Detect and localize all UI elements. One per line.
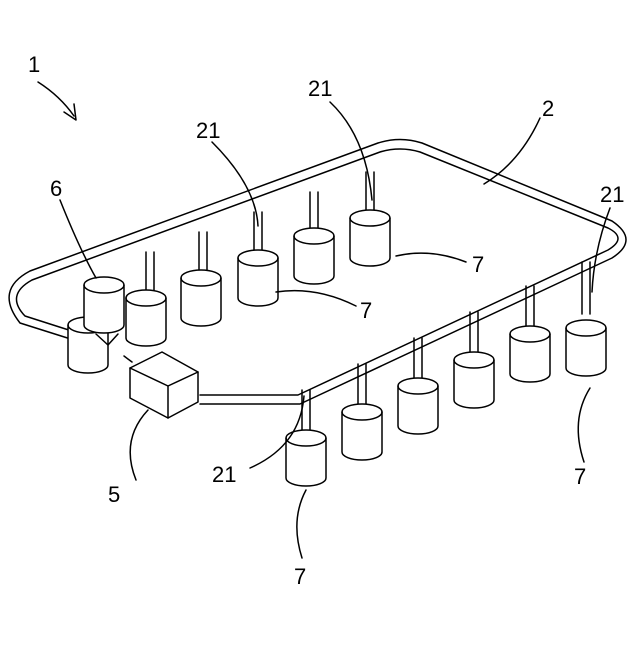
label-assembly: 1 [28, 52, 40, 77]
label-container: 7 [472, 252, 484, 277]
container [454, 352, 494, 408]
container [294, 228, 334, 284]
controller-box [124, 352, 198, 418]
container [342, 404, 382, 460]
label-controller: 5 [108, 482, 120, 507]
container [126, 290, 166, 346]
label-rail: 2 [542, 96, 554, 121]
container [510, 326, 550, 382]
label-hanger: 21 [308, 76, 332, 101]
label-hanger: 21 [196, 118, 220, 143]
container [181, 270, 221, 326]
label-container: 7 [294, 564, 306, 589]
container [350, 210, 390, 266]
container [238, 250, 278, 306]
label-container: 7 [360, 298, 372, 323]
container [398, 378, 438, 434]
left-end-containers [68, 277, 124, 373]
label-hanger: 21 [600, 182, 624, 207]
container [566, 320, 606, 376]
label-special-container: 6 [50, 176, 62, 201]
front-containers [286, 320, 606, 486]
label-container: 7 [574, 464, 586, 489]
special-container [84, 277, 124, 333]
label-hanger: 21 [212, 462, 236, 487]
container [286, 430, 326, 486]
